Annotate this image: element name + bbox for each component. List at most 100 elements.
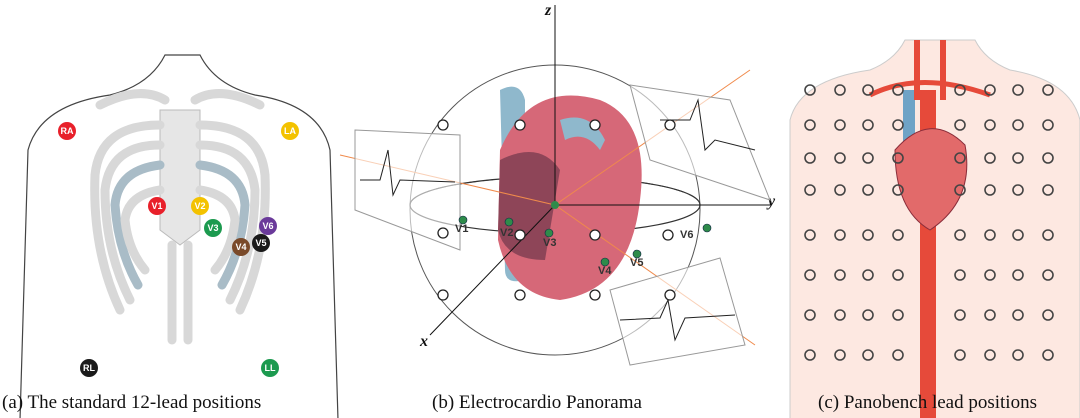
- electrode-ring: [1042, 349, 1054, 361]
- electrode-label: LL: [265, 363, 276, 373]
- electrode-ring: [1012, 309, 1024, 321]
- electrode-ring: [514, 119, 526, 131]
- electrode-ring: [589, 229, 601, 241]
- electrode-ring: [589, 289, 601, 301]
- electrode-ring: [984, 349, 996, 361]
- panel-a-torso: [19, 54, 339, 418]
- ecg-planes: [354, 84, 771, 366]
- electrode-ring: [662, 229, 674, 241]
- electrode-ring: [1042, 309, 1054, 321]
- electrode-ring: [834, 349, 846, 361]
- y-axis-label: y: [766, 193, 776, 210]
- electrode-ring: [984, 84, 996, 96]
- electrode-ring: [984, 309, 996, 321]
- electrode-ring: [804, 119, 816, 131]
- electrode-ring: [862, 184, 874, 196]
- panel-b-open-electrodes: [437, 119, 676, 301]
- electrode-ring: [984, 229, 996, 241]
- caption-b: (b) Electrocardio Panorama: [432, 392, 642, 413]
- electrode-ring: [862, 119, 874, 131]
- lead-label-v3: V3: [543, 237, 556, 249]
- electrode-ring: [984, 269, 996, 281]
- lead-dot-v1: [458, 215, 468, 225]
- electrode-label: RL: [83, 363, 95, 373]
- electrode-ring: [589, 119, 601, 131]
- electrode-ring: [1042, 269, 1054, 281]
- electrode-ring: [862, 152, 874, 164]
- electrode-la: LA: [281, 122, 299, 140]
- electrode-ring: [437, 119, 449, 131]
- electrode-ring: [804, 269, 816, 281]
- electrode-ring: [1042, 152, 1054, 164]
- electrode-ring: [804, 309, 816, 321]
- electrode-ring: [1042, 84, 1054, 96]
- caption-c: (c) Panobench lead positions: [818, 392, 1037, 413]
- electrode-ring: [984, 119, 996, 131]
- electrode-ring: [1012, 184, 1024, 196]
- lead-dot-v3: [544, 228, 554, 238]
- electrode-ring: [984, 184, 996, 196]
- caption-a: (a) The standard 12-lead positions: [2, 392, 262, 413]
- electrode-ring: [892, 152, 904, 164]
- electrode-ring: [954, 349, 966, 361]
- electrode-ring: [892, 309, 904, 321]
- electrode-ring: [834, 269, 846, 281]
- lead-dot-v2: [504, 217, 514, 227]
- electrode-label: V2: [194, 201, 205, 211]
- x-axis-label: x: [419, 333, 428, 350]
- electrode-ring: [1012, 269, 1024, 281]
- electrode-v5: V5: [252, 234, 270, 252]
- electrode-ring: [954, 119, 966, 131]
- electrode-ring: [437, 227, 449, 239]
- electrode-ring: [834, 152, 846, 164]
- electrode-ring: [804, 152, 816, 164]
- electrode-ring: [1012, 84, 1024, 96]
- electrode-ring: [834, 309, 846, 321]
- electrode-label: LA: [284, 126, 296, 136]
- panel-b-heart: [498, 86, 642, 300]
- electrode-ring: [1012, 119, 1024, 131]
- electrode-ring: [862, 84, 874, 96]
- electrode-ring: [804, 84, 816, 96]
- electrode-ring: [954, 229, 966, 241]
- electrode-ring: [834, 84, 846, 96]
- electrode-ring: [862, 229, 874, 241]
- electrode-v1: V1: [148, 197, 166, 215]
- z-axis-label: z: [544, 2, 552, 19]
- electrode-ring: [954, 309, 966, 321]
- lead-label-v6: V6: [680, 229, 693, 241]
- electrode-rl: RL: [80, 359, 98, 377]
- electrode-ll: LL: [261, 359, 279, 377]
- electrode-label: V5: [255, 238, 266, 248]
- electrode-ring: [834, 229, 846, 241]
- electrode-label: RA: [61, 126, 74, 136]
- lead-label-v2: V2: [500, 227, 513, 239]
- lead-dot-v4: [600, 257, 610, 267]
- electrode-ring: [664, 289, 676, 301]
- electrode-ring: [862, 269, 874, 281]
- electrode-ring: [892, 184, 904, 196]
- electrode-ring: [514, 229, 526, 241]
- electrode-v6: V6: [259, 217, 277, 235]
- electrode-ring: [1042, 229, 1054, 241]
- electrode-ring: [892, 229, 904, 241]
- electrode-ring: [514, 289, 526, 301]
- electrode-v3: V3: [204, 219, 222, 237]
- electrode-ring: [664, 119, 676, 131]
- lead-dot-v5: [632, 249, 642, 259]
- electrode-label: V1: [151, 201, 162, 211]
- electrode-ring: [954, 84, 966, 96]
- electrode-ring: [892, 119, 904, 131]
- electrode-label: V3: [207, 223, 218, 233]
- electrode-ring: [892, 84, 904, 96]
- electrode-ring: [804, 229, 816, 241]
- electrode-ring: [1012, 349, 1024, 361]
- electrode-ring: [834, 184, 846, 196]
- electrode-ring: [862, 349, 874, 361]
- lead-label-v4: V4: [598, 265, 612, 277]
- electrode-ring: [862, 309, 874, 321]
- electrode-ra: RA: [58, 122, 76, 140]
